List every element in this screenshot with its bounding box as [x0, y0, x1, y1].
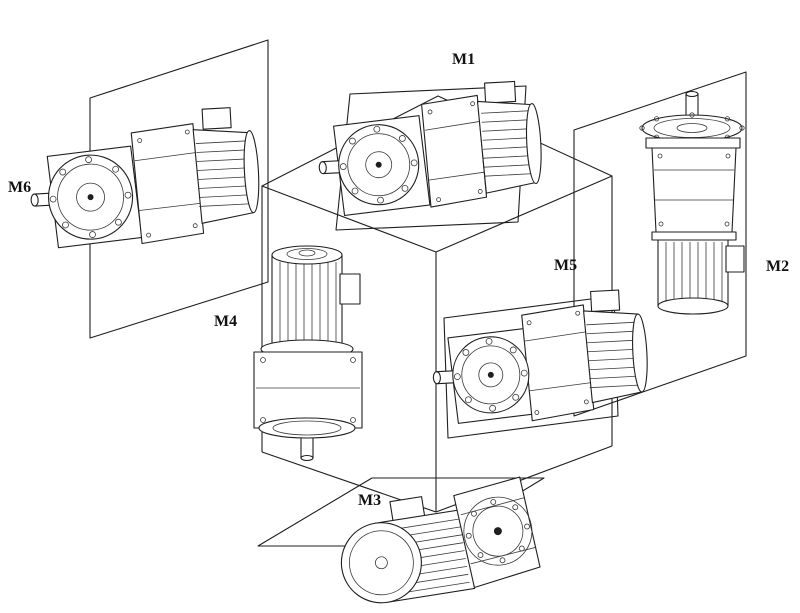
gearmotor-m1 — [318, 80, 542, 217]
gearmotor-m3 — [340, 476, 541, 604]
label-m3: M3 — [358, 492, 381, 509]
plane-m5 — [443, 295, 619, 439]
gearmotor-m4 — [253, 245, 363, 462]
label-m5: M5 — [554, 257, 577, 274]
plane-m6 — [89, 39, 269, 339]
label-m4: M4 — [214, 313, 237, 330]
position-labels: M1 M2 M3 M4 M5 M6 — [8, 51, 789, 509]
label-m1: M1 — [452, 51, 475, 68]
label-m6: M6 — [8, 179, 31, 196]
gearmotor-m5 — [432, 289, 648, 424]
gearmotor-m6 — [30, 107, 260, 249]
gearmotor-m2 — [639, 90, 745, 315]
label-m2: M2 — [766, 258, 789, 275]
